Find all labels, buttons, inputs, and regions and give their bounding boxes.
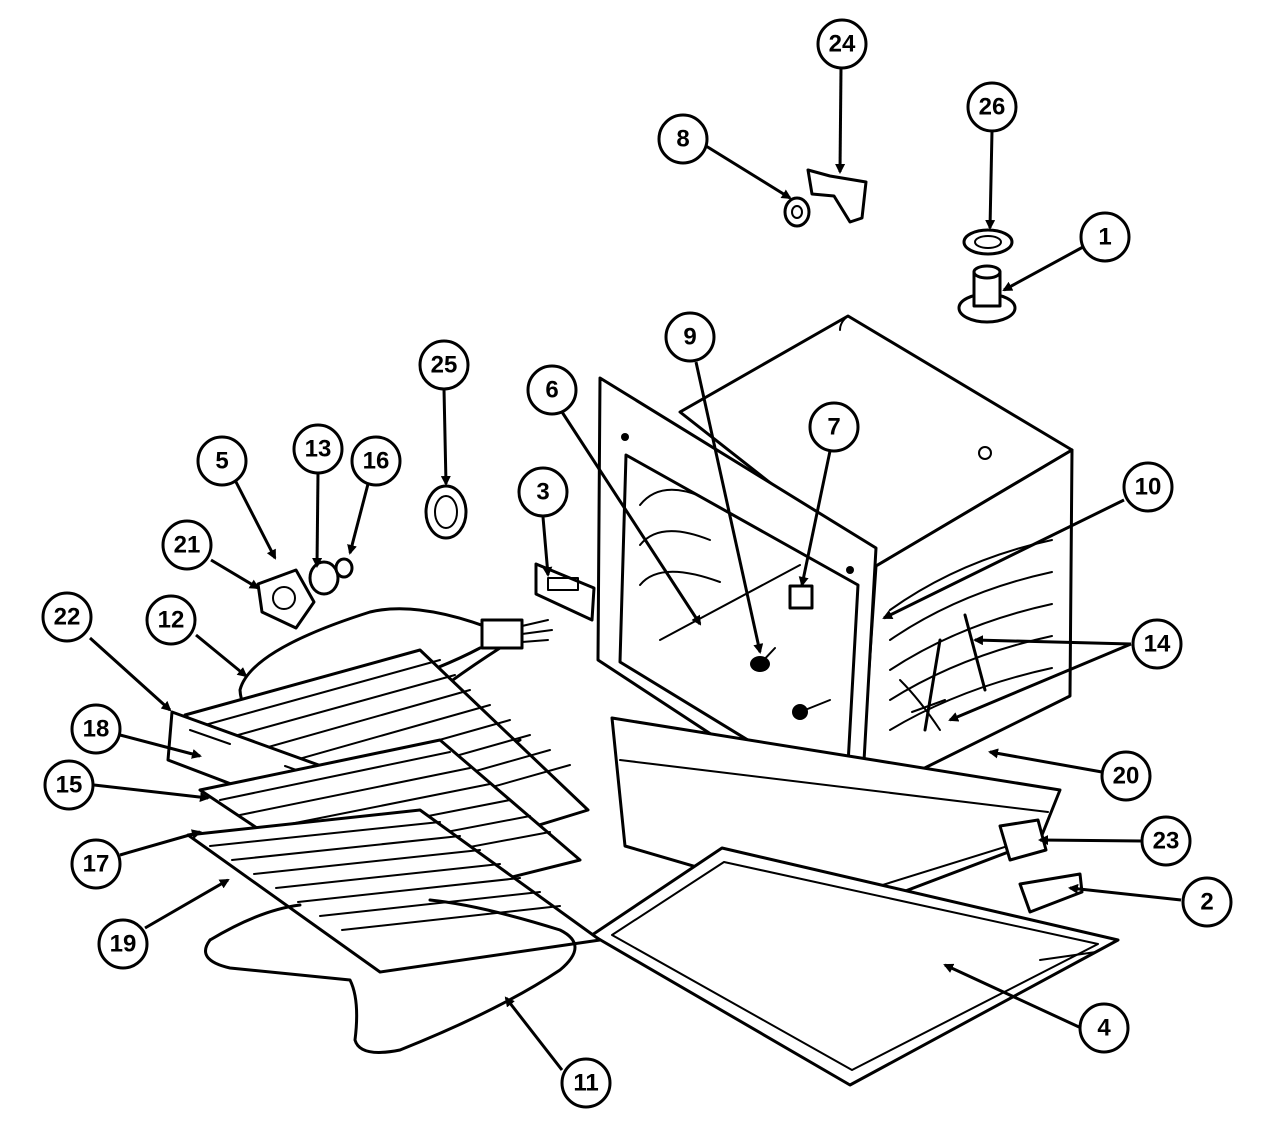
callout-16: 16 <box>350 435 402 487</box>
callout-6: 6 <box>526 364 578 416</box>
oven-cavity <box>596 314 1074 834</box>
callout-9: 9 <box>664 311 716 363</box>
thermostat-sensor <box>899 613 987 732</box>
callout-label: 11 <box>573 1070 598 1097</box>
callout-label: 1 <box>1098 224 1111 251</box>
oven-racks <box>166 648 602 974</box>
callout-label: 6 <box>545 377 558 404</box>
callout-label: 17 <box>83 851 110 878</box>
callout-label: 16 <box>363 448 390 475</box>
selector-switch <box>256 557 354 630</box>
gasket-ring <box>424 484 468 540</box>
callout-label: 19 <box>110 931 137 958</box>
callout-5: 5 <box>196 435 248 487</box>
callout-25: 25 <box>418 339 470 391</box>
callout-13: 13 <box>292 423 344 475</box>
callout-label: 3 <box>536 479 549 506</box>
callout-15: 15 <box>43 759 95 811</box>
leader-lines <box>88 67 1182 1071</box>
light-switch <box>534 562 596 622</box>
callout-label: 9 <box>683 324 696 351</box>
callout-4: 4 <box>1078 1002 1130 1054</box>
drip-tray <box>590 846 1120 1087</box>
callout-26: 26 <box>966 81 1018 133</box>
callout-14: 14 <box>1131 618 1183 670</box>
callout-label: 14 <box>1144 631 1171 658</box>
callout-label: 22 <box>54 604 81 631</box>
callout-label: 10 <box>1135 474 1162 501</box>
callout-12: 12 <box>145 594 197 646</box>
callout-11: 11 <box>560 1057 612 1109</box>
callout-22: 22 <box>41 591 93 643</box>
top-parts <box>783 168 1017 324</box>
callout-7: 7 <box>808 401 860 453</box>
tray-bracket <box>998 818 1084 914</box>
callout-3: 3 <box>517 466 569 518</box>
callout-20: 20 <box>1100 750 1152 802</box>
callout-23: 23 <box>1140 815 1192 867</box>
oven-interior-parts <box>750 584 831 720</box>
callout-10: 10 <box>1122 461 1174 513</box>
callout-8: 8 <box>657 113 709 165</box>
callout-label: 24 <box>829 31 856 58</box>
callout-2: 2 <box>1181 876 1233 928</box>
callout-label: 4 <box>1097 1015 1111 1042</box>
callout-label: 5 <box>215 448 228 475</box>
callout-label: 8 <box>676 126 689 153</box>
callout-21: 21 <box>161 519 213 571</box>
callout-label: 25 <box>431 352 458 379</box>
callout-label: 2 <box>1200 889 1213 916</box>
callout-label: 7 <box>827 414 840 441</box>
callout-label: 15 <box>56 772 83 799</box>
callout-label: 20 <box>1113 763 1140 790</box>
bake-element <box>204 898 577 1054</box>
callout-label: 12 <box>158 607 185 634</box>
callout-18: 18 <box>70 703 122 755</box>
callout-label: 18 <box>83 716 110 743</box>
callout-label: 26 <box>979 94 1006 121</box>
callout-1: 1 <box>1079 211 1131 263</box>
callout-label: 13 <box>305 436 332 463</box>
callout-label: 21 <box>174 532 201 559</box>
callout-19: 19 <box>97 918 149 970</box>
callout-17: 17 <box>70 838 122 890</box>
callout-24: 24 <box>816 18 868 70</box>
callout-label: 23 <box>1153 828 1180 855</box>
